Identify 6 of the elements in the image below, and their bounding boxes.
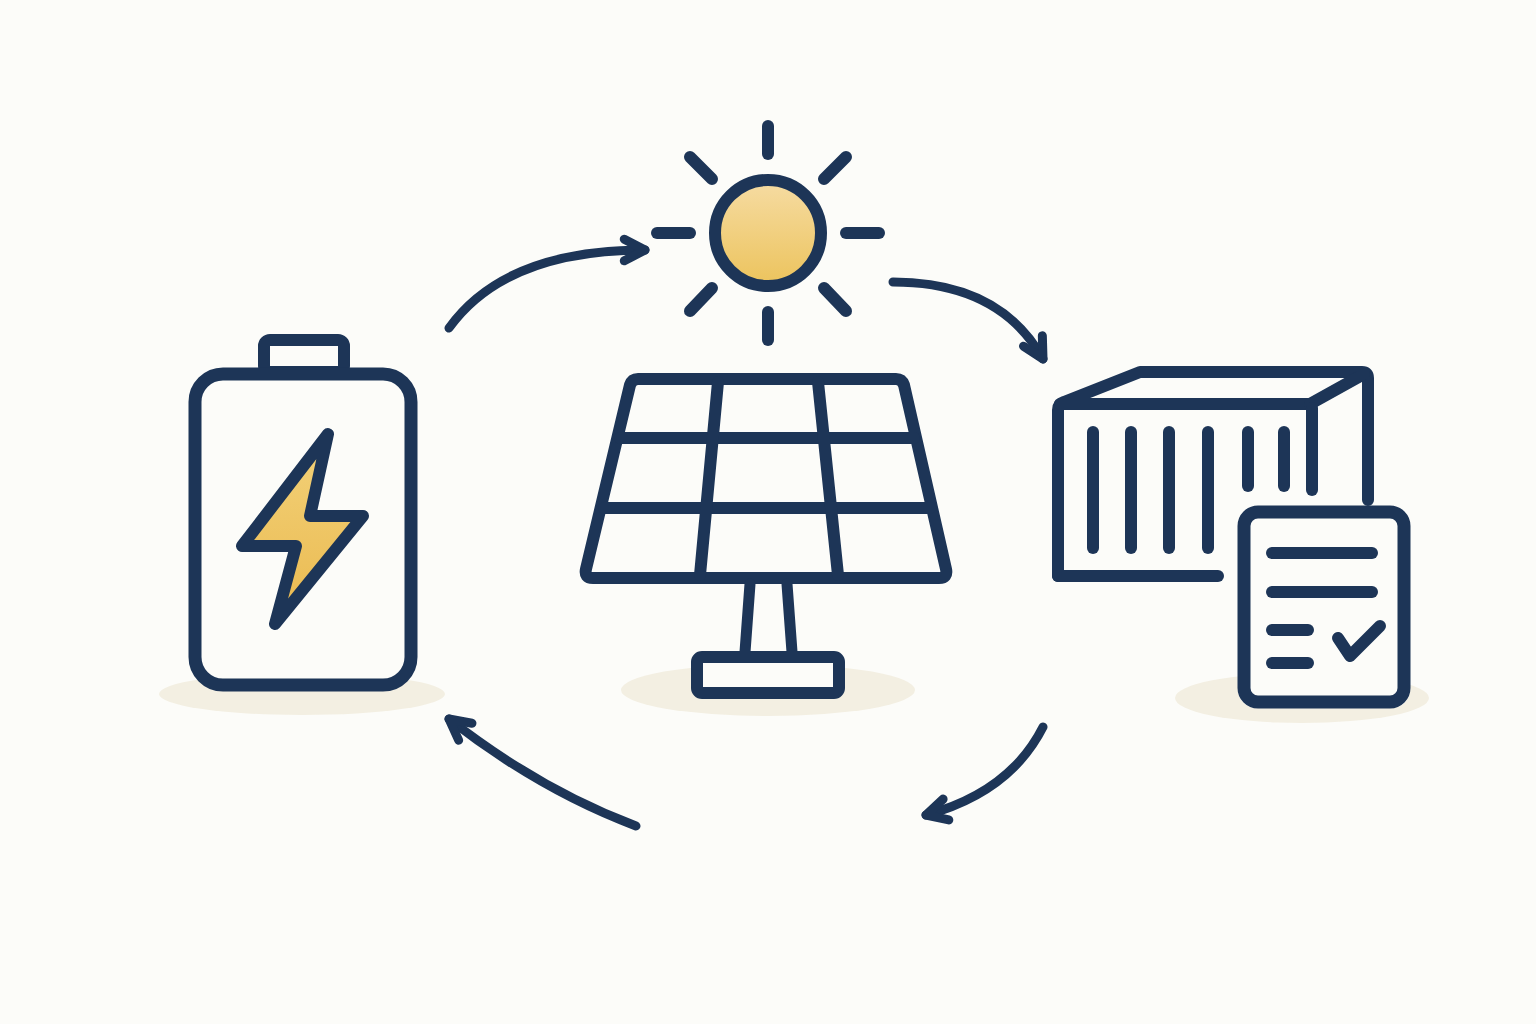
arrow bbox=[888, 277, 1048, 364]
battery-drawing bbox=[158, 331, 446, 716]
arrow bbox=[444, 235, 650, 333]
arrow bbox=[921, 722, 1048, 824]
solar-panel-drawing bbox=[578, 371, 955, 717]
arrow bbox=[444, 714, 641, 831]
